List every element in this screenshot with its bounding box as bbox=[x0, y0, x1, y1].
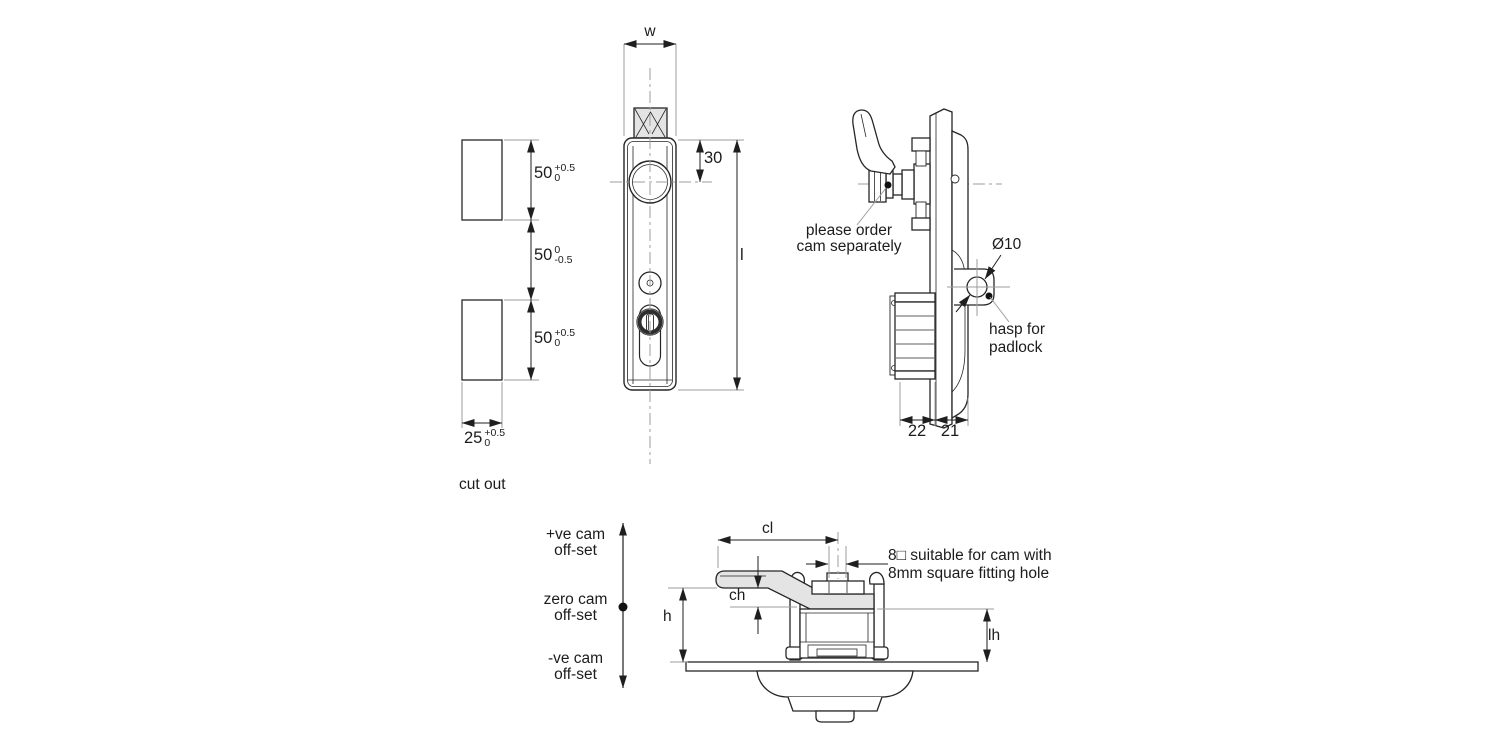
cam-order-note: please order cam separately bbox=[796, 222, 902, 255]
mounting-plate bbox=[929, 108, 953, 429]
dim-label-ch: ch bbox=[729, 587, 746, 604]
door-panel bbox=[685, 661, 979, 672]
cam-nut bbox=[811, 580, 865, 595]
dim-tolerance: +0.5 0 bbox=[554, 327, 576, 349]
zero-offset-dot bbox=[618, 602, 628, 612]
dim-label-w: w bbox=[644, 23, 656, 40]
legend-positive-offset: +ve cam off-set bbox=[545, 526, 605, 559]
cutout-hole-bottom bbox=[461, 299, 503, 381]
cutout-dim-middle: 50 0 -0.5 bbox=[534, 244, 573, 266]
panel-clip-right bbox=[868, 571, 885, 585]
cutout-hole-top bbox=[461, 139, 503, 221]
bottom-view bbox=[668, 532, 994, 723]
cutout-dim-top: 50 +0.5 0 bbox=[534, 162, 576, 184]
dim-label-22: 22 bbox=[907, 422, 927, 440]
dim-tolerance: 0 -0.5 bbox=[554, 244, 573, 266]
legend-negative-offset: -ve cam off-set bbox=[547, 650, 604, 683]
lock-body bbox=[799, 608, 875, 659]
dim-label-l: l bbox=[740, 246, 744, 264]
hasp-diameter-label: Ø10 bbox=[992, 236, 1022, 253]
hasp-note: hasp for padlock bbox=[989, 321, 1046, 356]
lock-housing-block bbox=[889, 292, 936, 380]
dim-label-lh: lh bbox=[988, 627, 1001, 644]
cutout-caption: cut out bbox=[459, 476, 506, 493]
mounting-bolt-bottom bbox=[911, 201, 931, 231]
side-view bbox=[852, 108, 1010, 429]
front-view bbox=[610, 40, 744, 464]
padlock-hasp bbox=[947, 254, 1010, 323]
cutout-view bbox=[461, 139, 539, 428]
cutout-dim-width: 25 +0.5 0 bbox=[464, 427, 506, 449]
square-fitting-note: 8□ suitable for cam with 8mm square fitt… bbox=[888, 547, 1052, 582]
legend-zero-offset: zero cam off-set bbox=[543, 591, 608, 624]
mounting-bolt-top bbox=[911, 137, 931, 167]
dim-value: 50 bbox=[534, 164, 553, 182]
dim-value: 50 bbox=[534, 246, 553, 264]
dim-value: 25 bbox=[464, 429, 483, 447]
square-spindle bbox=[826, 572, 849, 583]
dim-label-21: 21 bbox=[940, 422, 960, 440]
dim-label-cl: cl bbox=[762, 520, 774, 537]
dim-label-h: h bbox=[663, 608, 672, 625]
cam-lever bbox=[852, 109, 896, 175]
dim-tolerance: +0.5 0 bbox=[484, 427, 506, 449]
handle-recess-bowl bbox=[756, 670, 914, 698]
cam-leader-dot bbox=[884, 181, 892, 189]
dim-label-30: 30 bbox=[704, 149, 723, 167]
dim-value: 50 bbox=[534, 329, 553, 347]
dim-tolerance: +0.5 0 bbox=[554, 162, 576, 184]
cam-offset-indicator bbox=[618, 522, 628, 689]
cutout-dim-bottom: 50 +0.5 0 bbox=[534, 327, 576, 349]
